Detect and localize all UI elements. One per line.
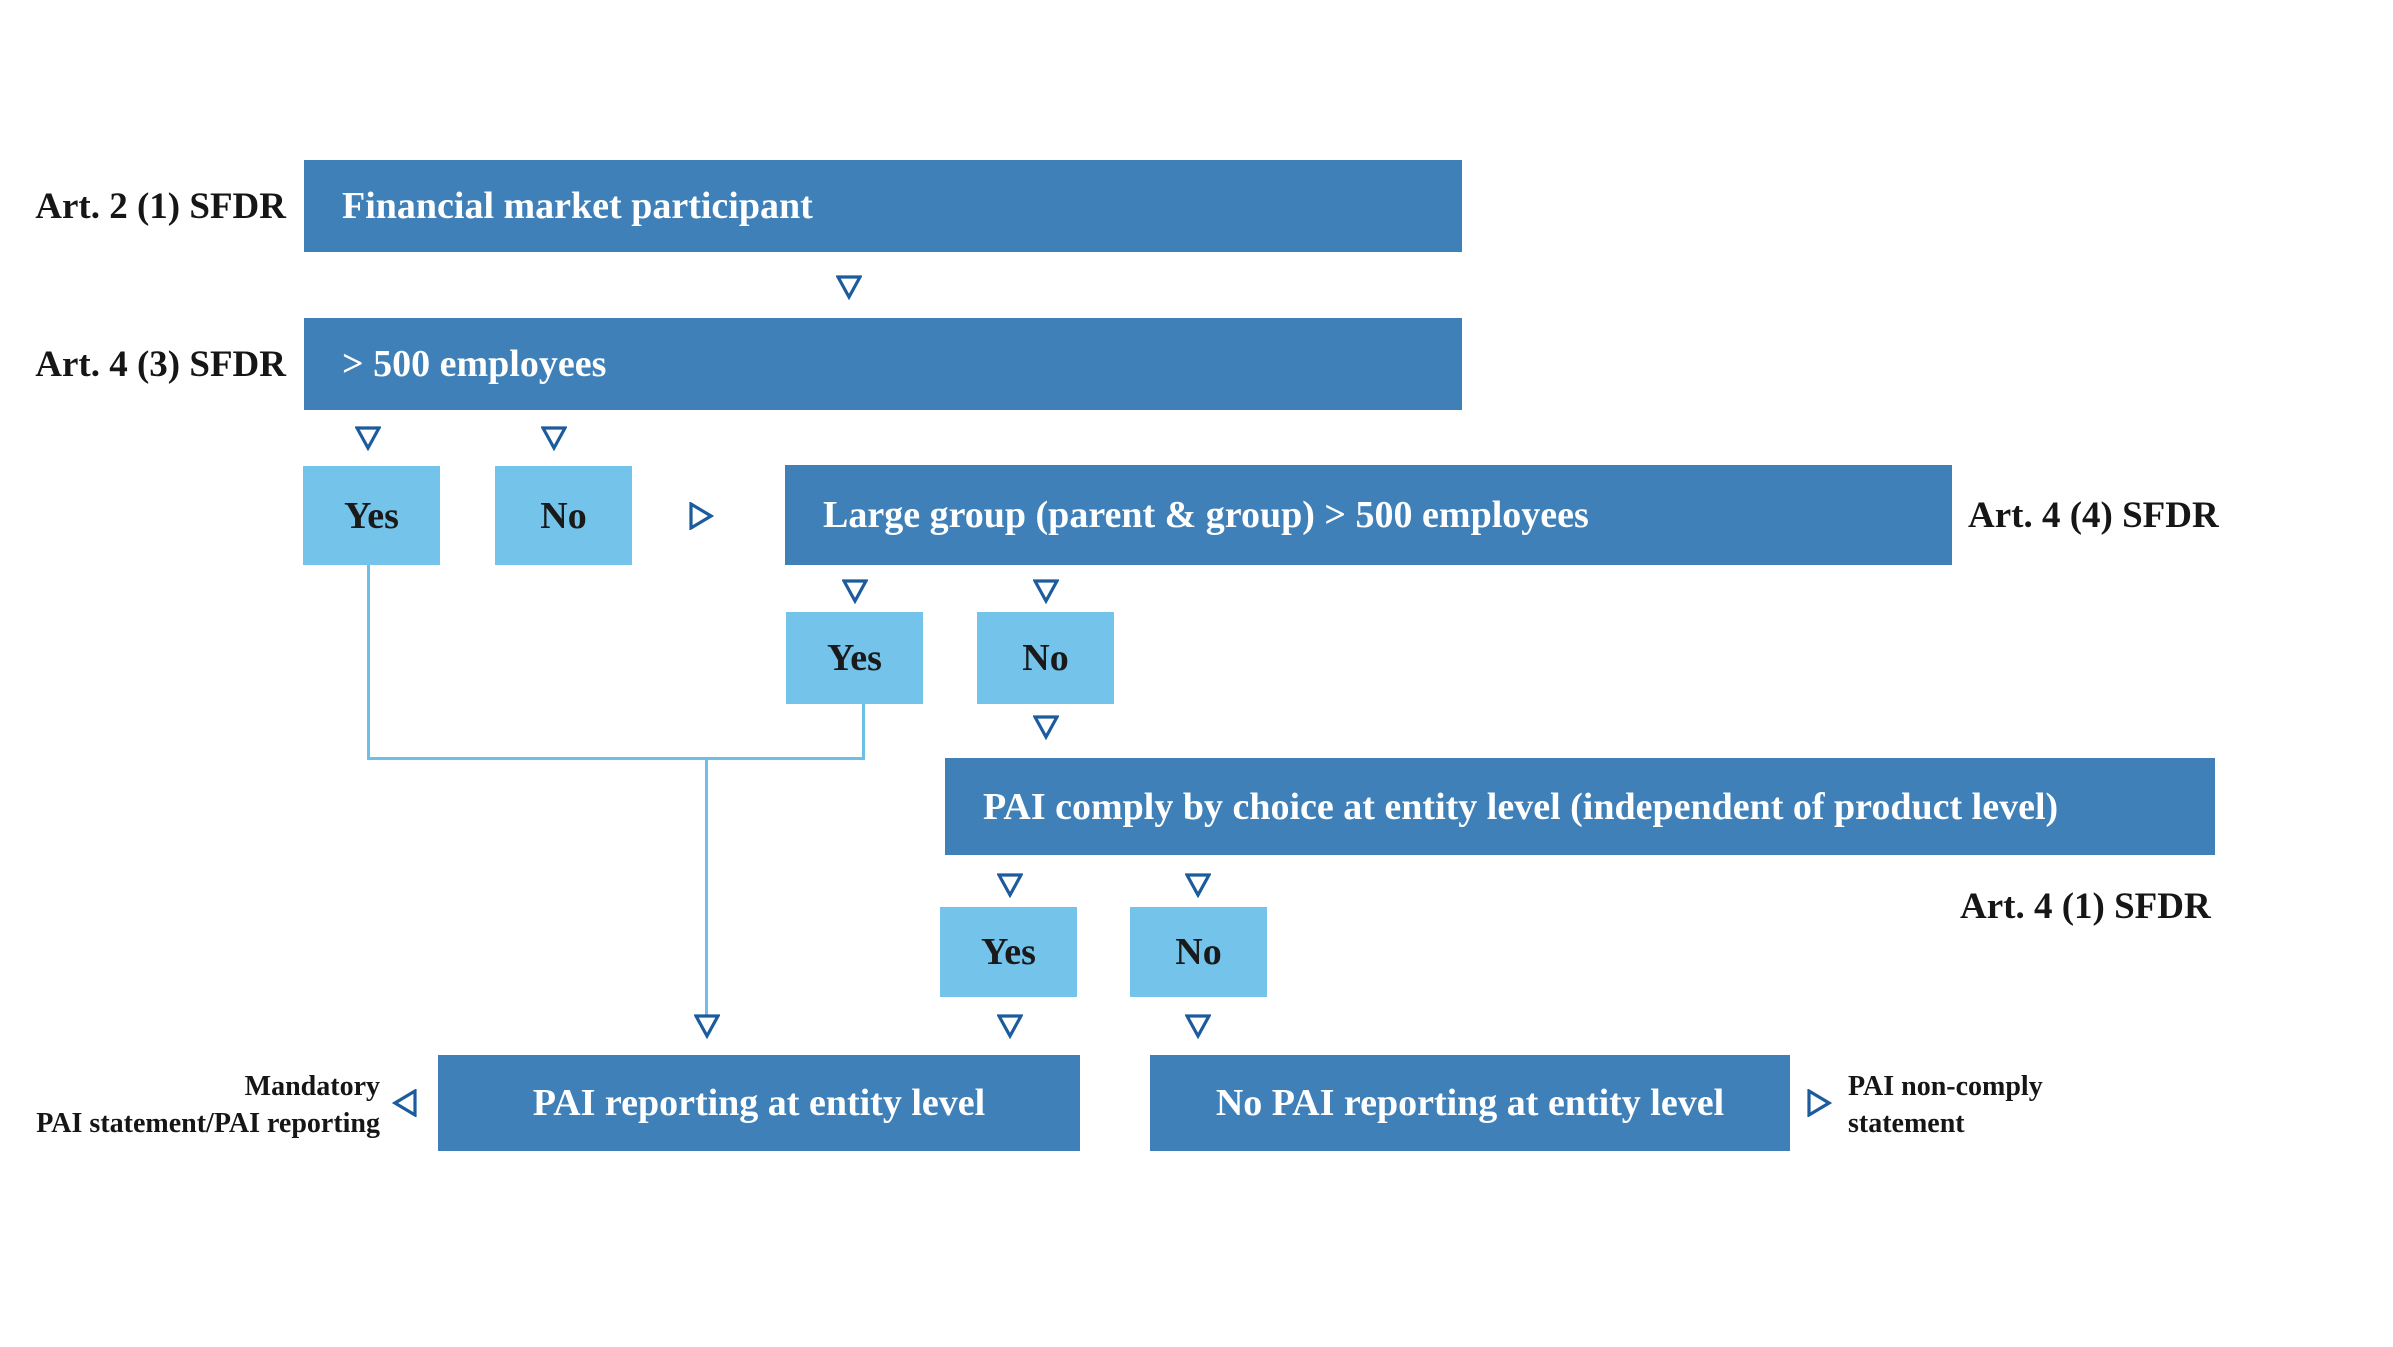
node-500-employees-text: > 500 employees — [342, 343, 607, 385]
node-pai-reporting-at-entity-level[interactable]: PAI reporting at entity level — [438, 1055, 1080, 1151]
triangle-down-icon-fmp-to-employees — [836, 274, 862, 300]
label-art-4-3-sfdr-text: Art. 4 (3) SFDR — [35, 343, 286, 385]
node-decision2-no-text: No — [1022, 637, 1069, 679]
triangle-down-icon-no2-to-pai-comply — [1033, 714, 1059, 740]
triangle-down-icon-no3-to-no-pai-reporting — [1185, 1013, 1211, 1039]
triangle-down-icon-to-no-3 — [1185, 872, 1211, 898]
triangle-down-icon-yes3-to-pai-reporting — [997, 1013, 1023, 1039]
triangle-down-icon-to-yes-2 — [842, 578, 868, 604]
node-500-employees[interactable]: > 500 employees — [304, 318, 1462, 410]
node-decision3-yes-text: Yes — [981, 931, 1036, 973]
node-decision3-yes[interactable]: Yes — [940, 907, 1077, 997]
annotation-mandatory-line2: PAI statement/PAI reporting — [36, 1108, 380, 1140]
connector-vertical-from-decision2-yes — [862, 704, 865, 759]
triangle-down-icon-to-yes-1 — [355, 425, 381, 451]
node-decision1-no[interactable]: No — [495, 466, 632, 565]
triangle-down-icon-to-yes-3 — [997, 872, 1023, 898]
node-pai-comply-by-choice[interactable]: PAI comply by choice at entity level (in… — [945, 758, 2215, 855]
annotation-mandatory-line1: Mandatory — [244, 1071, 380, 1102]
node-decision1-no-text: No — [540, 494, 587, 537]
triangle-down-icon-to-no-2 — [1033, 578, 1059, 604]
connector-vertical-from-decision1-yes — [367, 565, 370, 759]
triangle-right-icon-no-to-large-group — [688, 502, 714, 530]
annotation-non-comply-line2: statement — [1848, 1108, 1965, 1140]
connector-vertical-to-pai-reporting — [705, 757, 708, 1015]
triangle-down-icon-to-pai-reporting — [694, 1013, 720, 1039]
node-decision1-yes[interactable]: Yes — [303, 466, 440, 565]
label-art-4-1-sfdr: Art. 4 (1) SFDR — [1960, 860, 2280, 952]
label-art-4-4-sfdr: Art. 4 (4) SFDR — [1968, 465, 2268, 565]
triangle-down-icon-to-no-1 — [541, 425, 567, 451]
label-art-4-3-sfdr: Art. 4 (3) SFDR — [10, 318, 286, 410]
label-art-4-1-sfdr-text: Art. 4 (1) SFDR — [1960, 885, 2211, 927]
node-decision2-yes[interactable]: Yes — [786, 612, 923, 704]
node-no-pai-reporting-at-entity-level[interactable]: No PAI reporting at entity level — [1150, 1055, 1790, 1151]
node-financial-market-participant[interactable]: Financial market participant — [304, 160, 1462, 252]
connector-horizontal-merge — [367, 757, 865, 760]
node-decision3-no[interactable]: No — [1130, 907, 1267, 997]
node-large-group[interactable]: Large group (parent & group) > 500 emplo… — [785, 465, 1952, 565]
node-no-pai-reporting-at-entity-level-text: No PAI reporting at entity level — [1215, 1082, 1725, 1124]
annotation-mandatory-pai-statement: Mandatory PAI statement/PAI reporting — [0, 1068, 380, 1142]
node-decision2-no[interactable]: No — [977, 612, 1114, 704]
triangle-right-icon-non-comply — [1806, 1089, 1832, 1117]
node-decision3-no-text: No — [1175, 931, 1222, 973]
triangle-left-icon-mandatory — [392, 1089, 418, 1117]
node-large-group-text: Large group (parent & group) > 500 emplo… — [823, 494, 1589, 536]
node-decision1-yes-text: Yes — [344, 494, 399, 537]
label-art-4-4-sfdr-text: Art. 4 (4) SFDR — [1968, 494, 2219, 536]
label-art-2-1-sfdr: Art. 2 (1) SFDR — [16, 160, 286, 252]
label-art-2-1-sfdr-text: Art. 2 (1) SFDR — [35, 185, 286, 227]
annotation-non-comply-line1: PAI non-comply — [1848, 1071, 2043, 1102]
node-financial-market-participant-text: Financial market participant — [342, 185, 813, 227]
node-decision2-yes-text: Yes — [827, 637, 882, 679]
annotation-pai-non-comply-statement: PAI non-comply statement — [1848, 1068, 2228, 1142]
node-pai-comply-by-choice-text: PAI comply by choice at entity level (in… — [983, 785, 2059, 828]
node-pai-reporting-at-entity-level-text: PAI reporting at entity level — [532, 1082, 986, 1124]
